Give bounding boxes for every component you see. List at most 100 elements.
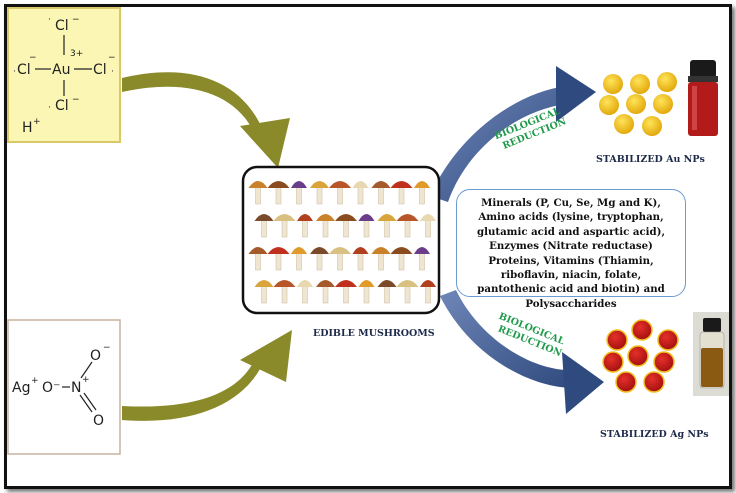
- mushroom-stem: [404, 284, 411, 304]
- mushroom-cap: [371, 247, 391, 254]
- o-top-charge: −: [103, 343, 111, 353]
- mushroom-composition-box: Minerals (P, Cu, Se, Mg and K), Amino ac…: [456, 189, 686, 310]
- mushroom-stem: [322, 218, 329, 238]
- au-particle: [614, 114, 634, 134]
- blue-arrow-bottom: [440, 290, 604, 414]
- mushroom-cap: [371, 181, 391, 188]
- mushroom-cap: [297, 214, 313, 221]
- mushroom-stem: [419, 251, 425, 271]
- mushroom-stem: [281, 284, 288, 304]
- au-particle: [653, 94, 673, 114]
- mushroom-cap: [267, 181, 290, 188]
- stabilized-au-label: STABILIZED Au NPs: [596, 154, 705, 165]
- mushroom-cap: [377, 214, 397, 221]
- mushroom-stem: [322, 284, 329, 304]
- mushroom-stem: [363, 218, 370, 238]
- mushroom-cap: [310, 181, 329, 188]
- mushroom-cap: [377, 280, 397, 287]
- mushroom-cap: [420, 214, 436, 221]
- mushroom-stem: [281, 218, 288, 238]
- mushrooms-frame: [241, 165, 441, 315]
- mushroom-cap: [297, 280, 313, 287]
- ag-nanoparticles: [602, 319, 679, 393]
- mushroom-cap: [420, 280, 436, 287]
- mushroom-cap: [291, 247, 307, 254]
- mushroom-stem: [337, 185, 343, 205]
- au-particle: [630, 74, 650, 94]
- mushroom-cap: [316, 214, 335, 221]
- mushroom-cap: [358, 214, 375, 221]
- ag-particle: [643, 371, 665, 393]
- mushroom-cap: [267, 247, 290, 254]
- o-minus: O⁻: [42, 380, 60, 396]
- ag-particle: [606, 329, 628, 351]
- mushroom-stem: [275, 251, 282, 271]
- mushroom-stem: [357, 251, 364, 271]
- mushroom-stem: [302, 218, 308, 238]
- mushroom-cap: [316, 280, 335, 287]
- mushroom-stem: [343, 218, 349, 238]
- au-particle: [626, 94, 646, 114]
- cl-right-dot: ·: [111, 67, 114, 77]
- mushroom-stem: [419, 185, 425, 205]
- composition-text: Minerals (P, Cu, Se, Mg and K), Amino ac…: [476, 197, 666, 310]
- ag-particle: [615, 371, 637, 393]
- mushroom-stem: [378, 185, 384, 205]
- gold-chloride-complex: Cl − · · Cl − Au 3+ Cl − · Cl − · H +: [7, 7, 121, 143]
- o-top: O: [90, 348, 101, 364]
- mushroom-stem: [255, 185, 261, 205]
- mushroom-stem: [302, 284, 308, 304]
- au-center: Au: [52, 62, 70, 78]
- mushroom-stem: [261, 218, 267, 238]
- mushroom-cap: [396, 214, 419, 221]
- mushroom-stem: [316, 185, 323, 205]
- au-nanoparticles: [599, 72, 677, 136]
- mushroom-stem: [296, 185, 302, 205]
- cl-bottom: Cl: [55, 98, 69, 114]
- mushroom-collection: [248, 181, 436, 304]
- olive-arrow-top: [122, 72, 290, 168]
- mushroom-cap: [352, 247, 369, 254]
- mushroom-stem: [275, 185, 282, 205]
- au-vial-cap: [690, 60, 716, 78]
- mushroom-cap: [390, 181, 413, 188]
- cl-right: Cl: [93, 62, 107, 78]
- ag-vial-liquid: [701, 348, 723, 387]
- mushroom-cap: [335, 280, 357, 287]
- proton: H: [22, 120, 33, 136]
- cl-top: Cl: [55, 18, 69, 34]
- ag-particle: [631, 319, 653, 341]
- au-complex-box: [7, 7, 121, 143]
- mushroom-stem: [425, 218, 431, 238]
- cl-left-dot: ·: [13, 67, 16, 77]
- ag-vial-cap: [703, 318, 721, 332]
- mushroom-stem: [357, 185, 364, 205]
- mushroom-cap: [248, 247, 268, 254]
- mushroom-cap: [273, 280, 296, 287]
- mushroom-stem: [255, 251, 261, 271]
- mushroom-cap: [352, 181, 369, 188]
- mushroom-cap: [358, 280, 375, 287]
- mushroom-cap: [390, 247, 413, 254]
- mushroom-cap: [329, 247, 351, 254]
- au-vial-ring: [688, 76, 718, 82]
- mushroom-stem: [316, 251, 323, 271]
- stabilized-ag-label: STABILIZED Ag NPs: [600, 429, 709, 440]
- ag-particle: [653, 351, 675, 373]
- cl-bottom-charge: −: [72, 95, 80, 105]
- mushroom-stem: [398, 185, 405, 205]
- mushroom-stem: [296, 251, 302, 271]
- mushroom-stem: [384, 284, 390, 304]
- mushrooms-photo: [241, 165, 441, 315]
- mushroom-cap: [291, 181, 307, 188]
- au-vial: [688, 60, 718, 136]
- n-charge: +: [82, 375, 90, 385]
- au-particle: [599, 95, 619, 115]
- nitrogen: N: [71, 380, 81, 396]
- mushroom-stem: [343, 284, 349, 304]
- mushroom-cap: [310, 247, 329, 254]
- au-particle: [642, 116, 662, 136]
- mushroom-cap: [248, 181, 268, 188]
- edible-mushrooms-label: EDIBLE MUSHROOMS: [313, 328, 435, 339]
